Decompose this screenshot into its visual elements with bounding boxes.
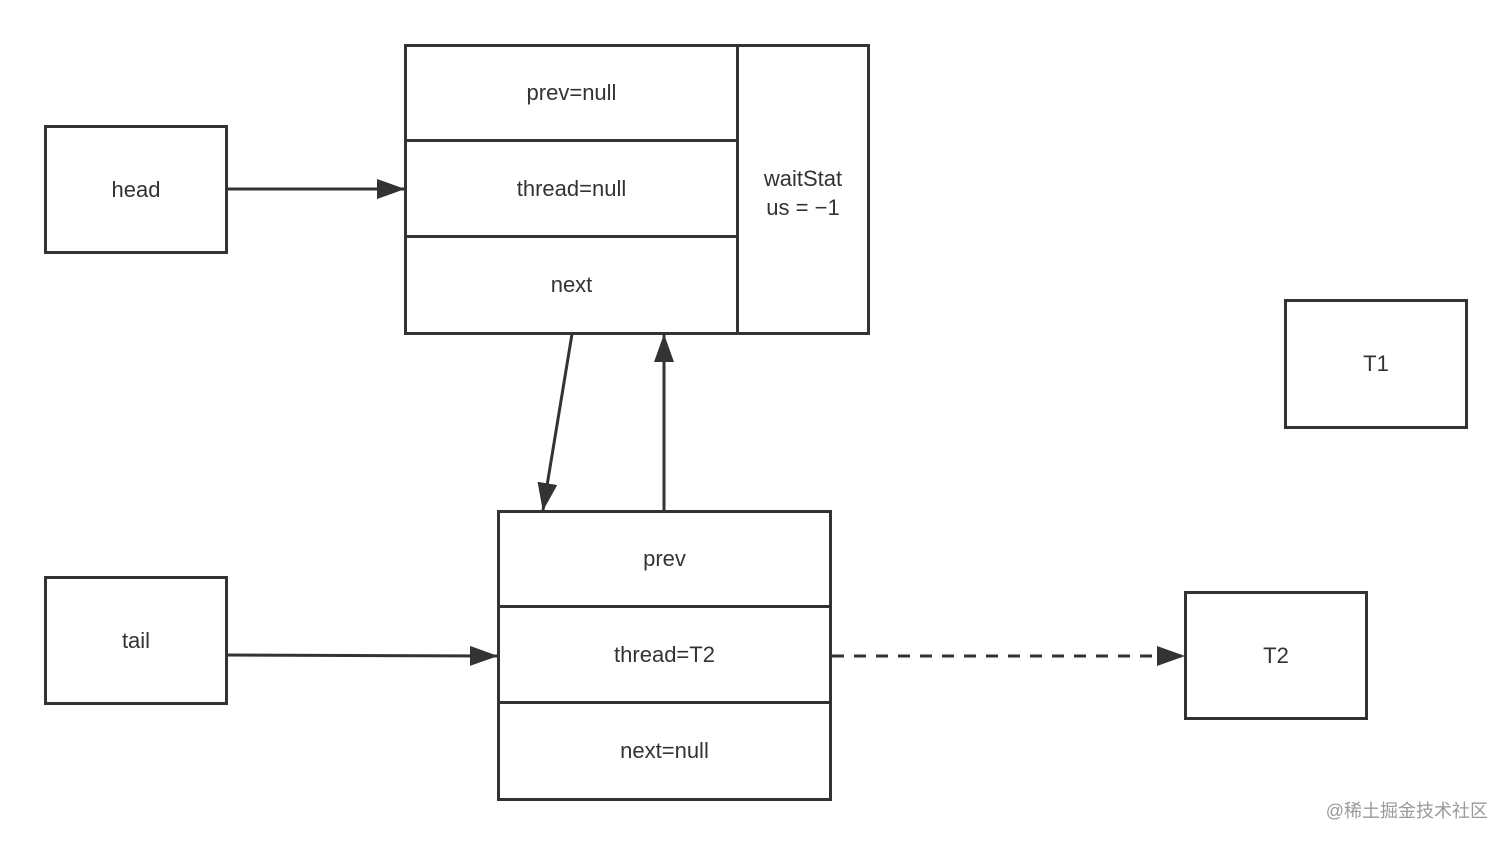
watermark-text: @稀土掘金技术社区 xyxy=(1325,801,1488,821)
head-node-row-divider-1 xyxy=(404,139,739,142)
tail-node-next-field: next=null xyxy=(500,704,829,798)
tail-node-thread-label: thread=T2 xyxy=(614,641,715,667)
thread-t1-box: T1 xyxy=(1284,299,1468,429)
tail-node-next-label: next=null xyxy=(620,738,709,763)
head-pointer-box: head xyxy=(44,125,228,254)
tail-node-row-divider-1 xyxy=(497,605,832,608)
thread-t2-label: T2 xyxy=(1263,642,1289,668)
head-node-row-divider-2 xyxy=(404,235,739,238)
tail-node-row-divider-2 xyxy=(497,701,832,704)
head-node-next-field: next xyxy=(407,238,736,332)
head-label: head xyxy=(111,176,161,202)
thread-t1-label: T1 xyxy=(1363,351,1389,376)
head-node-next-label: next xyxy=(550,272,593,297)
next-to-tail-node-arrow xyxy=(537,333,574,511)
head-node-wait-status-field: waitStat us = −1 xyxy=(739,47,867,365)
wait-status-line-1: waitStat xyxy=(763,166,843,191)
tail-label: tail xyxy=(121,627,151,653)
head-node-prev-label: prev=null xyxy=(526,80,617,105)
tail-pointer-box: tail xyxy=(44,576,228,705)
thread-t2-box: T2 xyxy=(1184,591,1368,720)
wait-status-line-2: us = −1 xyxy=(766,195,840,220)
tail-node xyxy=(497,510,832,801)
head-node-thread-label: thread=null xyxy=(516,175,627,201)
head-node-thread-field: thread=null xyxy=(407,142,736,235)
head-node-column-divider xyxy=(736,44,739,335)
tail-node-prev-field: prev xyxy=(500,513,829,605)
head-node-prev-field: prev=null xyxy=(407,47,736,139)
tail-node-thread-field: thread=T2 xyxy=(500,608,829,701)
tail-to-node-arrow xyxy=(223,645,498,666)
tail-node-prev-label: prev xyxy=(643,546,686,571)
head-node xyxy=(404,44,870,335)
